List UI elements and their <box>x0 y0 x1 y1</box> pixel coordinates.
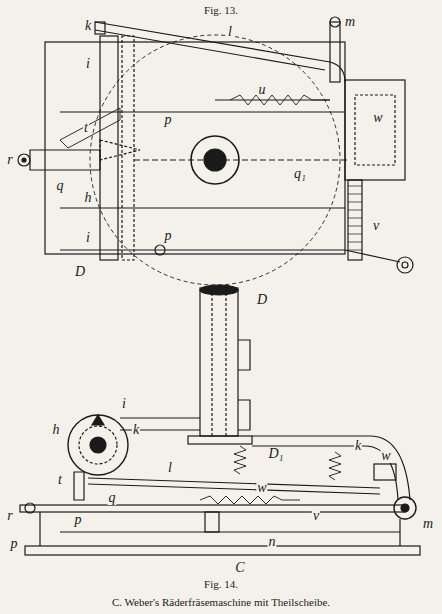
part-letter: r <box>6 509 13 523</box>
part-letter: i <box>121 397 127 411</box>
part-letter: r <box>6 153 13 167</box>
part-letter: i <box>85 57 91 71</box>
part-letter: w <box>380 449 391 463</box>
part-letter: D <box>256 293 268 307</box>
part-letter: p <box>164 113 173 127</box>
fig14-elevation <box>20 285 420 555</box>
part-letter: k <box>132 423 140 437</box>
part-letter: D₁ <box>268 447 285 461</box>
part-letter: v <box>372 219 380 233</box>
part-letter: D <box>74 265 86 279</box>
part-letter: w <box>372 111 383 125</box>
part-letter: v <box>312 509 320 523</box>
part-letter: q <box>56 179 65 193</box>
part-letter: t <box>57 473 63 487</box>
fig13-plan <box>18 17 413 285</box>
part-letter: p <box>74 513 83 527</box>
part-letter: p <box>164 229 173 243</box>
part-letter: w <box>256 481 267 495</box>
part-letter: k <box>354 439 362 453</box>
part-letter: k <box>84 19 92 33</box>
part-letter: p <box>10 537 19 551</box>
part-letter: q₁ <box>293 167 307 181</box>
figure-number: Fig. 14. <box>203 579 239 590</box>
part-letter: i <box>85 231 91 245</box>
part-letter: h <box>52 423 61 437</box>
part-letter: m <box>422 517 434 531</box>
part-letter: l <box>167 461 173 475</box>
part-letter: u <box>258 83 267 97</box>
part-letter: l <box>227 25 233 39</box>
part-letter: t <box>83 121 89 135</box>
figure-caption: C. Weber's Räderfräsemaschine mit Theils… <box>112 596 330 608</box>
figure-number: Fig. 13. <box>203 5 239 16</box>
part-letter: h <box>84 191 93 205</box>
part-letter: m <box>344 15 356 29</box>
part-letter: n <box>268 535 277 549</box>
part-letter: q <box>108 491 117 505</box>
part-letter: C <box>234 561 245 575</box>
